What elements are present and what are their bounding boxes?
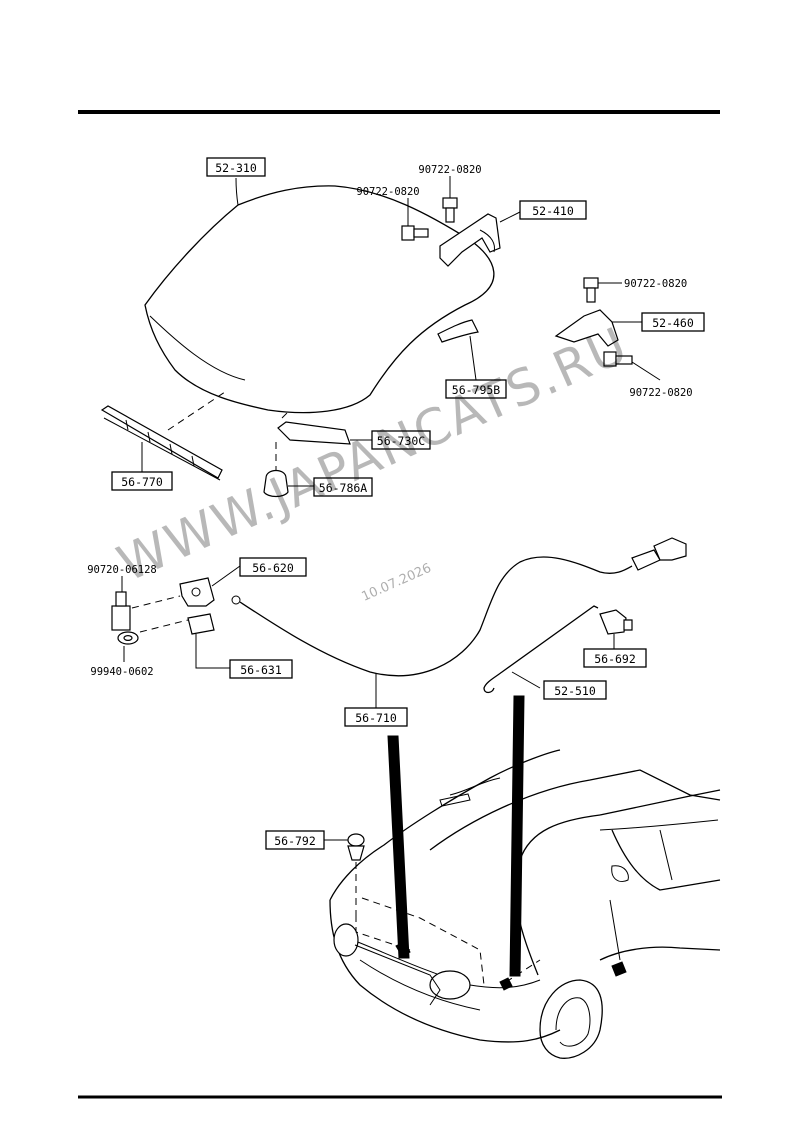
release-cable [231,537,687,708]
bolt-right-bottom [603,351,661,381]
callout-hood-stay: 52-510 [543,680,607,700]
callout-lock: 56-620 [239,557,307,577]
front-seal-guide-line [281,409,291,419]
callout-insulator: 56-770 [111,471,173,491]
hinge-right [554,309,642,347]
callout-release-cable-label: 56-710 [355,711,397,725]
callout-release-handle: 56-692 [583,648,647,668]
release-handle [599,609,633,650]
lock-bracket [187,613,230,669]
lock-nut-guide-line [139,619,189,633]
callout-hinge-right-label: 52-460 [652,316,694,330]
lock-nut [117,631,139,662]
lock-nut-label: 99940-0602 [90,666,153,678]
callout-release-handle-label: 56-692 [594,652,636,666]
rubber-bumper [263,469,314,498]
callout-seal-front-label: 56-730C [377,434,426,448]
assembly-line-lock [355,915,411,951]
callout-seal-rear: 56-795B [445,379,507,399]
hood-panel [144,177,495,414]
insulator-strip [100,405,223,481]
rear-seal [437,319,479,381]
front-seal [277,421,372,445]
callout-hinge-right: 52-460 [641,312,705,332]
assembly-line-center [361,897,485,986]
bolt-right-bottom-label: 90722-0820 [629,387,692,399]
callout-bumper: 56-786A [313,477,373,497]
callout-lock-label: 56-620 [252,561,294,575]
callout-lock-bracket-label: 56-631 [240,663,282,677]
bolt-hinge-side-label: 90722-0820 [356,186,419,198]
callout-seal-rear-label: 56-795B [452,383,501,397]
callout-hood-stay-label: 52-510 [554,684,596,698]
hinge-left [439,211,521,267]
callout-seal-front: 56-730C [371,430,431,450]
callout-hinge-left: 52-410 [519,200,587,220]
lock-bolt-guide-line [131,595,181,609]
callout-release-cable: 56-710 [344,707,408,727]
watermark-date: 10.07.2026 [360,561,434,605]
bolt-hinge-top-label: 90722-0820 [418,164,481,176]
callout-bumper-label: 56-786A [319,481,368,495]
callout-hood: 52-310 [206,157,266,177]
bolt-hinge-side [401,225,429,241]
lock-bolt-label: 90720-06128 [87,564,157,576]
car-illustration [329,749,721,1059]
callout-hood-label: 52-310 [215,161,257,175]
bolt-hinge-top [442,197,458,223]
assembly-line-stay [505,959,541,983]
insulator-guide-line [167,391,226,431]
bolt-right-top [583,277,622,303]
lock-bolt [111,576,131,631]
hood-lock [179,565,241,607]
hood-stay-rod [483,605,599,694]
callout-clip: 56-792 [265,830,325,850]
pointer-arrow-cable [387,735,410,959]
pointer-arrow-stay [509,695,525,977]
callout-hinge-left-label: 52-410 [532,204,574,218]
callout-insulator-label: 56-770 [121,475,163,489]
callout-lock-bracket: 56-631 [229,659,293,679]
callout-clip-label: 56-792 [274,834,316,848]
bolt-right-top-label: 90722-0820 [624,278,687,290]
clip [324,833,365,861]
